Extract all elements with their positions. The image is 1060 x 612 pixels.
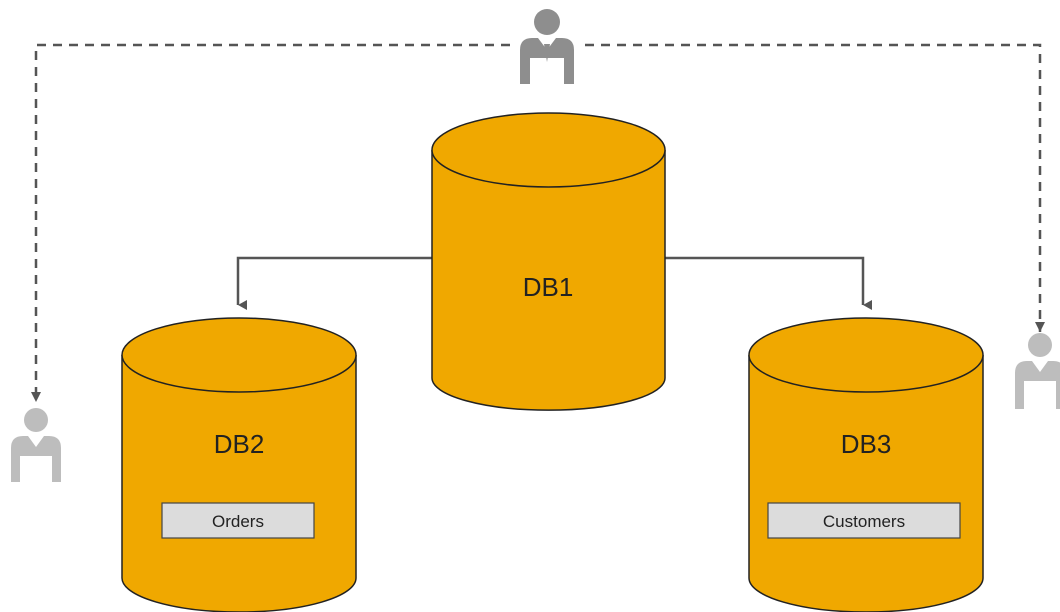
person-icon xyxy=(11,408,61,482)
db2-label: DB2 xyxy=(214,429,265,459)
dashed-arrowhead-left xyxy=(31,392,41,402)
database-db1: DB1 xyxy=(431,112,666,411)
database-db3: DB3 Customers xyxy=(748,317,984,612)
dashed-arrowhead-right xyxy=(1035,322,1045,332)
orders-table-box xyxy=(161,502,315,539)
person-icon xyxy=(1015,333,1060,409)
person-icon xyxy=(520,9,574,84)
customers-table-label: Customers xyxy=(823,512,905,531)
db3-label: DB3 xyxy=(841,429,892,459)
link-db1-db3 xyxy=(665,256,872,310)
db1-label: DB1 xyxy=(523,272,574,302)
dashed-link-left xyxy=(34,43,510,402)
dashed-link-right xyxy=(585,43,1042,332)
link-db1-db2 xyxy=(236,256,432,310)
customers-table-box xyxy=(767,502,961,539)
orders-table-label: Orders xyxy=(212,512,264,531)
database-db2: DB2 Orders xyxy=(121,317,357,612)
